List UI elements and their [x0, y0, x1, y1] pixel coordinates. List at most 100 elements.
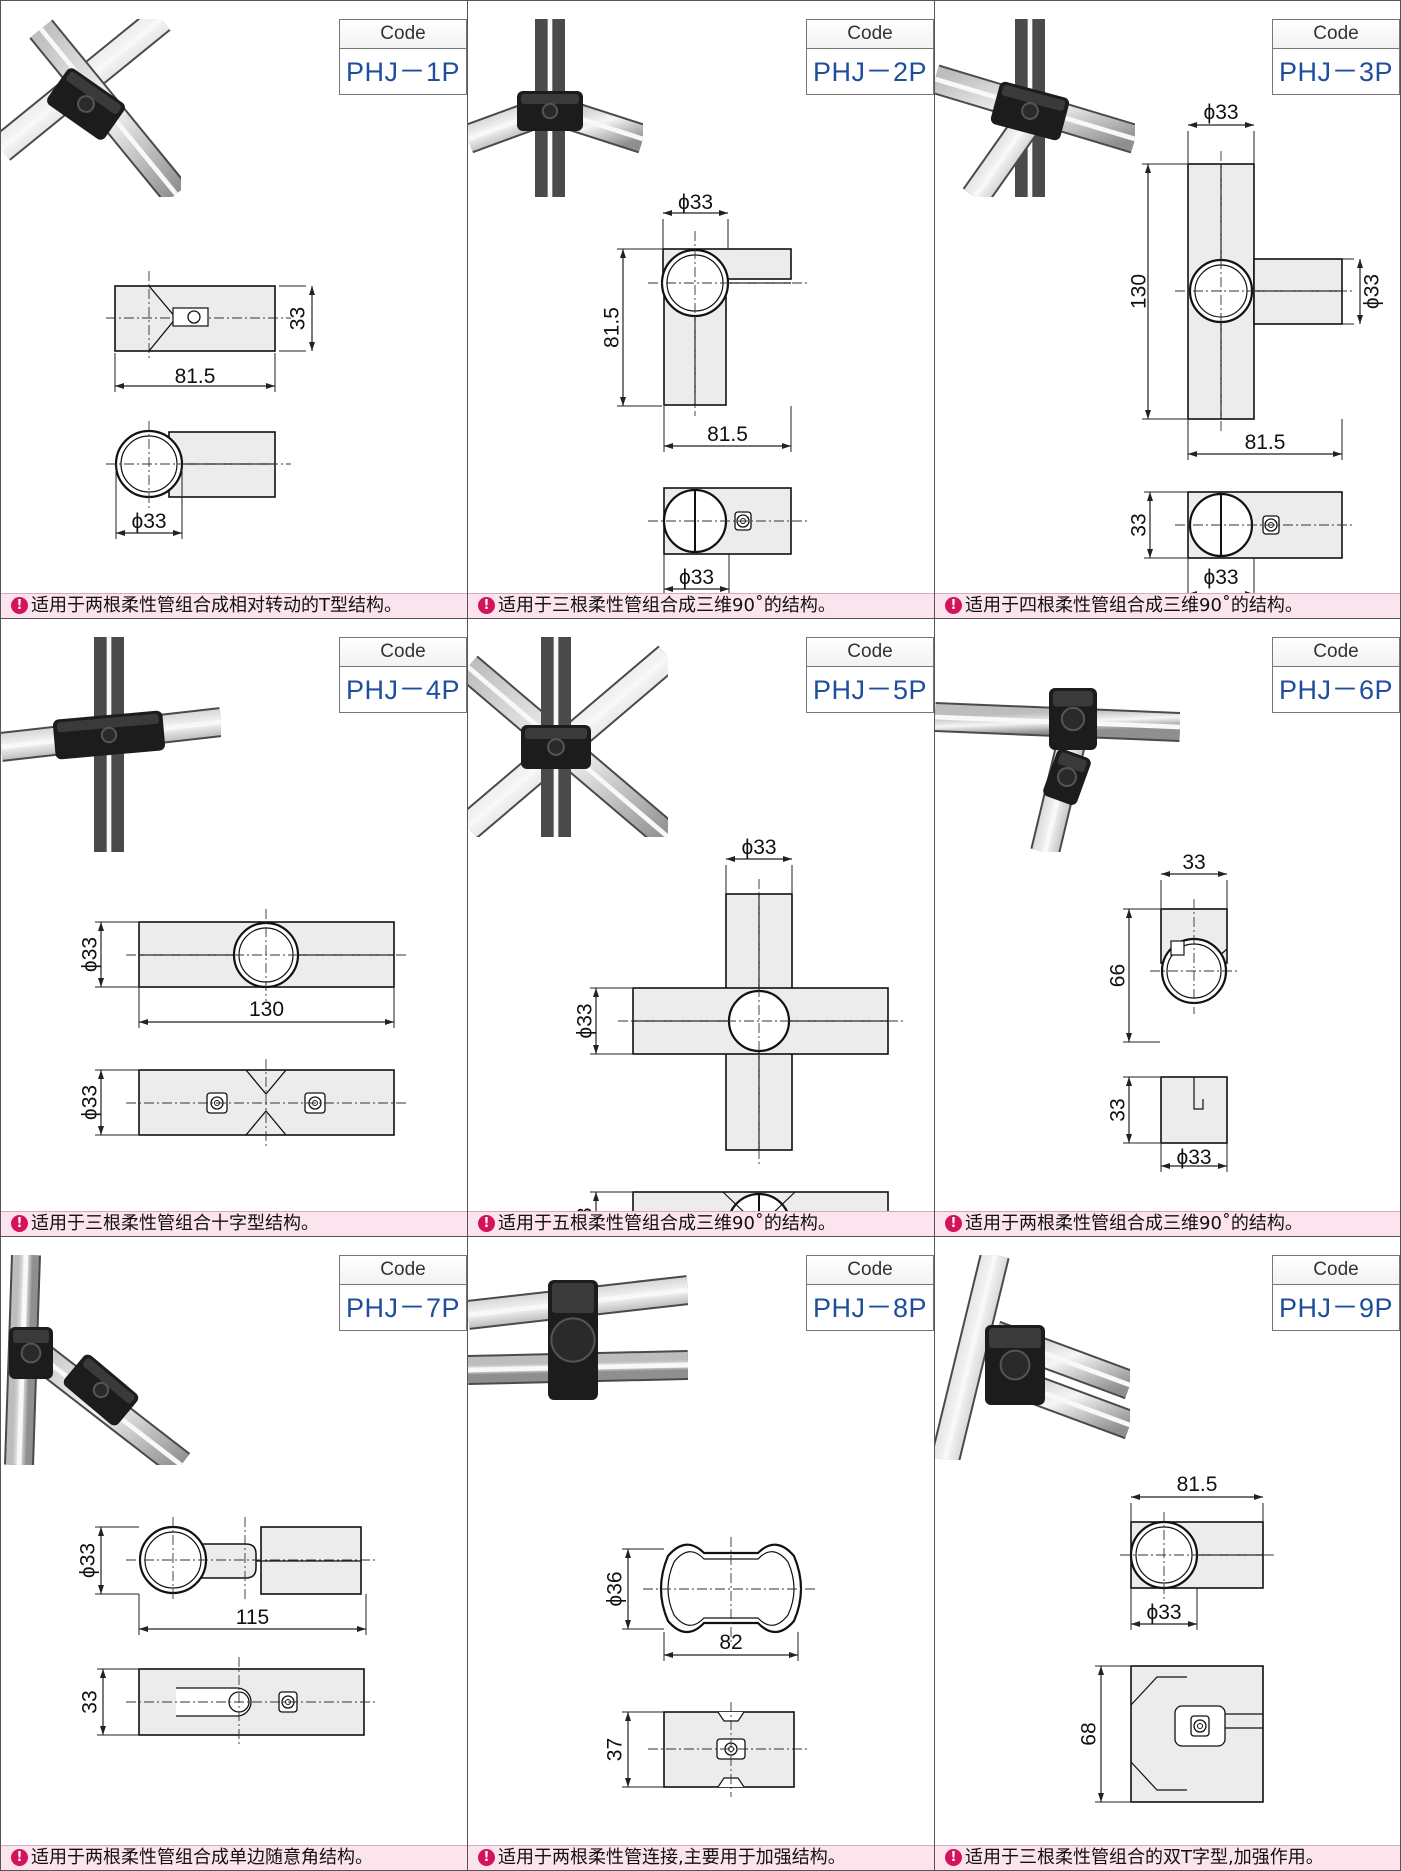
product-code: PHJ－5P	[812, 675, 928, 705]
caption-text: 适用于两根柔性管组合成相对转动的T型结构。	[31, 595, 402, 616]
product-photo	[468, 19, 643, 197]
caption-text: 适用于三根柔性管组合的双T字型,加强作用。	[965, 1847, 1324, 1868]
technical-drawing: 33 66 33 ϕ33	[1107, 851, 1240, 1172]
code-label: Code	[807, 638, 933, 667]
dimension-label: ϕ33	[79, 937, 102, 972]
exclamation-icon: !	[478, 597, 495, 614]
technical-drawing: ϕ33ϕ33ϕ33130	[574, 836, 903, 1214]
product-code: PHJ－6P	[1278, 675, 1394, 705]
code-label: Code	[1273, 1256, 1399, 1285]
product-code: PHJ－7P	[345, 1293, 461, 1323]
dimension-label: ϕ33	[574, 1207, 597, 1214]
exclamation-icon: !	[11, 597, 28, 614]
product-caption: !适用于三根柔性管组合十字型结构。	[1, 1211, 467, 1236]
dimension-label: ϕ33	[1176, 1146, 1211, 1169]
technical-drawing: ϕ33 130 ϕ33	[79, 909, 406, 1147]
dimension-label: ϕ33	[1146, 1601, 1181, 1624]
product-code: PHJ－9P	[1278, 1293, 1394, 1323]
exclamation-icon: !	[11, 1215, 28, 1232]
dimension-label: 81.5	[175, 365, 216, 388]
product-photo	[1, 19, 181, 197]
exclamation-icon: !	[945, 597, 962, 614]
dimension-label: ϕ33	[1203, 101, 1238, 124]
dimension-label: 130	[1128, 274, 1151, 309]
code-label: Code	[807, 20, 933, 49]
dimension-label: 81.5	[601, 307, 624, 348]
dimension-label: 81.5	[707, 423, 748, 446]
product-photo	[4, 1255, 191, 1465]
dimension-label: 68	[1078, 1722, 1101, 1745]
exclamation-icon: !	[945, 1215, 962, 1232]
dimension-label: ϕ33	[131, 510, 166, 533]
product-photo	[1, 637, 221, 852]
product-code: PHJ－2P	[812, 57, 928, 87]
dimension-label: 81.5	[1177, 1473, 1218, 1496]
product-photo	[468, 637, 668, 837]
product-caption: !适用于两根柔性管组合成三维90˚的结构。	[935, 1211, 1400, 1236]
product-code: PHJ－4P	[345, 675, 461, 705]
product-caption: !适用于两根柔性管组合成相对转动的T型结构。	[1, 593, 467, 618]
product-photo	[935, 19, 1135, 197]
caption-text: 适用于两根柔性管组合成三维90˚的结构。	[965, 1213, 1303, 1234]
dimension-label: ϕ33	[79, 1085, 102, 1120]
caption-text: 适用于四根柔性管组合成三维90˚的结构。	[965, 595, 1303, 616]
dimension-label: ϕ36	[604, 1571, 627, 1606]
dimension-label: 33	[287, 307, 310, 330]
dimension-label: ϕ33	[741, 836, 776, 859]
dimension-label: 33	[1107, 1098, 1130, 1121]
caption-text: 适用于两根柔性管连接,主要用于加强结构。	[498, 1847, 846, 1868]
product-caption: !适用于两根柔性管连接,主要用于加强结构。	[468, 1845, 934, 1870]
dimension-label: 82	[719, 1631, 742, 1654]
dimension-label: 130	[249, 998, 284, 1021]
exclamation-icon: !	[478, 1215, 495, 1232]
dimension-label: ϕ33	[1203, 566, 1238, 589]
dimension-label: 33	[79, 1690, 102, 1713]
technical-drawing: ϕ33 130 ϕ33 81.5 33 ϕ33	[1128, 101, 1384, 596]
dimension-label: 33	[1128, 513, 1151, 536]
code-label: Code	[807, 1256, 933, 1285]
caption-text: 适用于五根柔性管组合成三维90˚的结构。	[498, 1213, 836, 1234]
dimension-label: 81.5	[1245, 431, 1286, 454]
product-caption: !适用于两根柔性管组合成单边随意角结构。	[1, 1845, 467, 1870]
dimension-label: 37	[604, 1738, 627, 1761]
dimension-label: 115	[236, 1606, 269, 1629]
dimension-label: ϕ33	[679, 566, 714, 589]
product-code: PHJ－3P	[1278, 57, 1394, 87]
product-code: PHJ－8P	[812, 1293, 928, 1323]
dimension-label: 33	[1182, 851, 1205, 874]
product-photo	[468, 1275, 688, 1400]
technical-drawing: 81.5 33 ϕ33	[106, 271, 315, 539]
caption-text: 适用于两根柔性管组合成单边随意角结构。	[31, 1847, 373, 1868]
product-code: PHJ－1P	[345, 57, 461, 87]
caption-text: 适用于三根柔性管组合十字型结构。	[31, 1213, 319, 1234]
dimension-label: ϕ33	[1361, 274, 1384, 309]
exclamation-icon: !	[478, 1849, 495, 1866]
exclamation-icon: !	[11, 1849, 28, 1866]
dimension-label: 66	[1107, 964, 1130, 987]
caption-text: 适用于三根柔性管组合成三维90˚的结构。	[498, 595, 836, 616]
product-photo	[935, 1255, 1130, 1460]
product-caption: !适用于四根柔性管组合成三维90˚的结构。	[935, 593, 1400, 618]
product-photo	[935, 688, 1180, 852]
dimension-label: ϕ33	[574, 1003, 597, 1038]
code-label: Code	[340, 1256, 466, 1285]
product-caption: !适用于五根柔性管组合成三维90˚的结构。	[468, 1211, 934, 1236]
technical-drawing: 81.5 ϕ33 68	[1078, 1473, 1275, 1803]
